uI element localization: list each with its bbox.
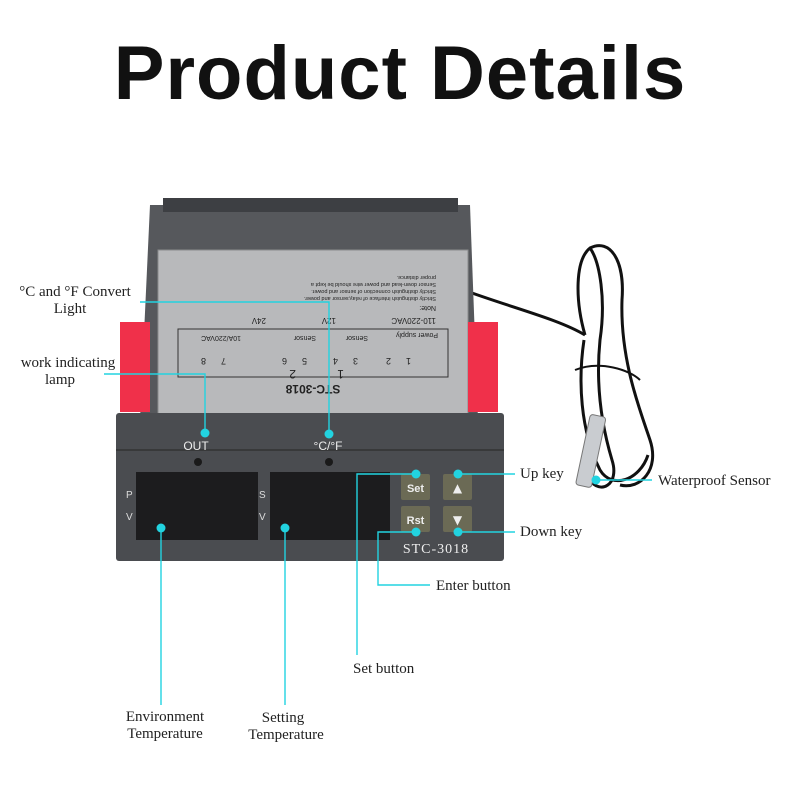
sensor-label-1: Sensor — [345, 334, 368, 341]
setting-temperature-label: Setting — [262, 710, 305, 726]
voltage-24v: 24V — [251, 316, 266, 325]
annotation-lines — [104, 301, 652, 705]
environment-temperature-display — [136, 472, 258, 540]
cf-indicator-lamp — [325, 458, 333, 466]
enter-button-annotation: Enter button — [436, 578, 511, 594]
terminal-8: 8 — [201, 356, 206, 366]
relay-label: 10A/220VAC — [201, 334, 241, 341]
up-arrow-icon: ▲ — [453, 481, 463, 495]
group-1: 1 — [337, 367, 344, 381]
waterproof-sensor-probe — [575, 414, 607, 488]
waterproof-sensor-annotation: Waterproof Sensor — [658, 473, 771, 489]
terminal-6: 6 — [282, 356, 287, 366]
terminal-5: 5 — [302, 356, 307, 366]
set-button-label: Set — [407, 483, 424, 495]
set-button-annotation: Set button — [353, 661, 415, 677]
up-button[interactable]: ▲ — [443, 474, 472, 500]
out-indicator-lamp — [194, 458, 202, 466]
sensor-label-2: Sensor — [293, 334, 316, 341]
terminal-4: 4 — [333, 356, 338, 366]
power-supply-label: Power supply — [395, 331, 438, 338]
down-button[interactable]: ▼ — [443, 506, 472, 532]
terminal-1: 1 — [406, 356, 411, 366]
wiring-sticker: STC-3018 1 2 3 4 5 6 7 8 1 2 Power suppl… — [177, 274, 449, 396]
cf-light-label: °C and °F Convert — [19, 284, 131, 300]
environment-temperature-label: Environment — [126, 709, 205, 725]
up-key-annotation: Up key — [520, 466, 564, 482]
cf-light-label-line2: Light — [54, 301, 87, 317]
sv-label: V — [259, 512, 266, 523]
terminal-7: 7 — [221, 356, 226, 366]
out-indicator-label: OUT — [183, 439, 209, 453]
sticker-model: STC-3018 — [285, 382, 340, 396]
work-lamp-label-line2: lamp — [45, 372, 75, 388]
setting-temperature-label-line2: Temperature — [248, 727, 324, 743]
work-lamp-label: work indicating — [21, 355, 116, 371]
note-line: proper distance. — [396, 274, 436, 280]
set-button[interactable]: Set — [401, 474, 430, 500]
terminal-2: 2 — [386, 356, 391, 366]
note-line: Strictly distinguish interface of relay,… — [303, 295, 436, 301]
cf-indicator-label: °C/°F — [314, 439, 343, 453]
page-title: Product Details — [113, 31, 687, 116]
rst-button-label: Rst — [407, 515, 425, 527]
down-key-annotation: Down key — [520, 524, 583, 540]
model-label: STC-3018 — [403, 542, 469, 557]
environment-temperature-label-line2: Temperature — [127, 726, 203, 742]
note-label: Note: — [419, 304, 436, 311]
mounting-clip-right — [468, 322, 498, 412]
setting-temperature-display — [270, 472, 390, 540]
terminal-3: 3 — [353, 356, 358, 366]
rst-button[interactable]: Rst — [401, 506, 430, 532]
controller-body: STC-3018 1 2 3 4 5 6 7 8 1 2 Power suppl… — [116, 198, 504, 561]
note-line: Sensor down-lead and power wire should b… — [310, 281, 436, 287]
pv-label: V — [126, 512, 133, 523]
pv-label: P — [126, 490, 133, 501]
sv-label: S — [259, 490, 266, 501]
group-2: 2 — [289, 367, 296, 381]
voltage-110-220: 110-220VAC — [391, 316, 436, 325]
sensor-cable — [471, 244, 655, 489]
note-line: Strictly distinguish connection of senso… — [311, 288, 436, 294]
down-arrow-icon: ▼ — [453, 513, 463, 527]
mounting-clip-left — [120, 322, 150, 412]
